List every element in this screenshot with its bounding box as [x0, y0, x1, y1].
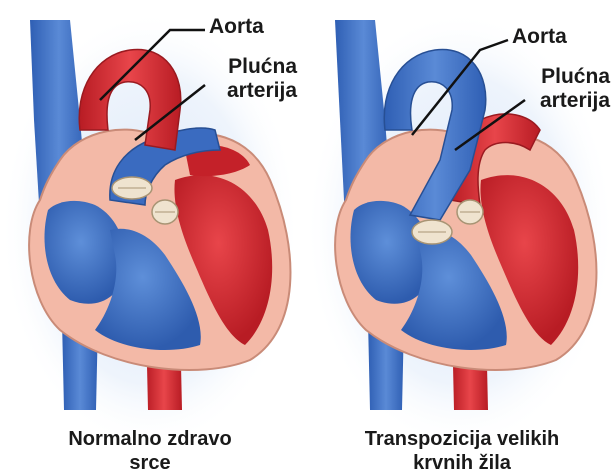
right-caption-line1: Transpozicija velikih [312, 426, 612, 452]
right-pulmonary-label-line2: arterija [516, 90, 610, 112]
left-pulmonary-label-line2: arterija [207, 80, 297, 102]
right-pulmonary-label-line1: Plućna [516, 66, 610, 88]
left-aorta-label: Aorta [209, 16, 264, 38]
left-pulmonary-label-line1: Plućna [207, 56, 297, 78]
right-aorta-label: Aorta [512, 26, 567, 48]
left-caption-line1: Normalno zdravo [0, 426, 300, 452]
left-caption-line2: srce [0, 450, 300, 476]
right-caption-line2: krvnih žila [312, 450, 612, 476]
